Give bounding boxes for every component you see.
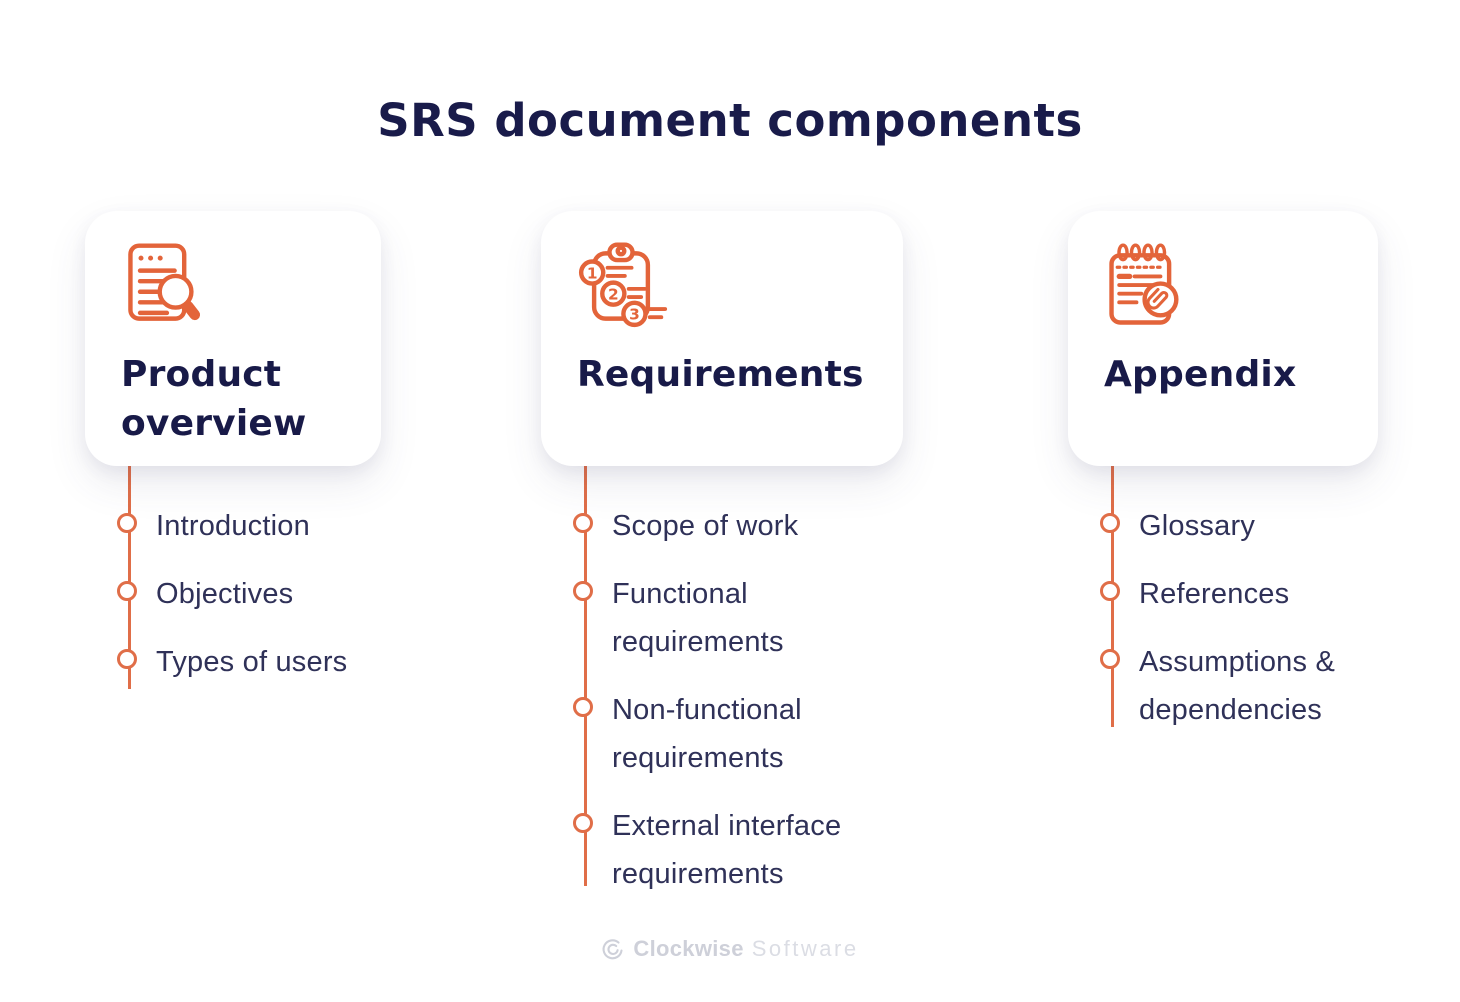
bullet-circle-icon	[573, 513, 593, 533]
svg-text:1: 1	[587, 264, 598, 282]
clockwise-logo-icon	[602, 939, 623, 960]
list-item: Scope of work	[541, 502, 921, 550]
column-product-overview: Product overview Introduction Objectives…	[85, 211, 385, 706]
requirements-list: Scope of work Functional requirements No…	[541, 502, 921, 898]
list-item-label: Scope of work	[612, 510, 799, 542]
connector-line	[128, 466, 131, 689]
card-title: Product overview	[121, 354, 307, 444]
bullet-circle-icon	[573, 813, 593, 833]
list-item: External interface requirements	[541, 802, 921, 898]
card-title: Appendix	[1104, 354, 1297, 395]
list-item-label: References	[1139, 578, 1290, 610]
notepad-paperclip-icon	[1109, 243, 1179, 325]
svg-text:2: 2	[608, 285, 619, 303]
list-item: Glossary	[1068, 502, 1388, 550]
card-appendix: Appendix	[1068, 211, 1378, 466]
connector-line	[584, 466, 587, 886]
bullet-circle-icon	[1100, 581, 1120, 601]
card-title: Requirements	[577, 354, 864, 395]
list-item: References	[1068, 570, 1388, 618]
bullet-circle-icon	[1100, 513, 1120, 533]
appendix-list: Glossary References Assumptions & depend…	[1068, 502, 1388, 734]
list-item-label: Types of users	[156, 646, 348, 678]
card-requirements: 1 2 3 Requirements	[541, 211, 903, 466]
list-item-label: Non-functional requirements	[612, 694, 802, 774]
list-item-label: Introduction	[156, 510, 310, 542]
list-item-label: Glossary	[1139, 510, 1256, 542]
brand-name-bold: Clockwise	[633, 936, 744, 961]
bullet-circle-icon	[573, 581, 593, 601]
list-item-label: External interface requirements	[612, 810, 842, 890]
list-item-label: Assumptions & dependencies	[1139, 646, 1336, 726]
bullet-circle-icon	[573, 697, 593, 717]
clipboard-numbered-list-icon: 1 2 3	[578, 242, 668, 328]
bullet-circle-icon	[117, 649, 137, 669]
list-item: Types of users	[85, 638, 385, 686]
bullet-circle-icon	[1100, 649, 1120, 669]
list-item: Assumptions & dependencies	[1068, 638, 1388, 734]
list-item: Non-functional requirements	[541, 686, 921, 782]
list-item: Functional requirements	[541, 570, 921, 666]
product-overview-list: Introduction Objectives Types of users	[85, 502, 385, 686]
column-requirements: 1 2 3 Requirements Scope of work Functio…	[541, 211, 921, 918]
list-item: Introduction	[85, 502, 385, 550]
bullet-circle-icon	[117, 513, 137, 533]
bullet-circle-icon	[117, 581, 137, 601]
document-search-icon	[128, 243, 201, 321]
brand-watermark: Clockwise Software	[0, 936, 1460, 962]
list-item-label: Objectives	[156, 578, 294, 610]
page-title: SRS document components	[377, 94, 1083, 147]
list-item: Objectives	[85, 570, 385, 618]
svg-text:3: 3	[629, 306, 640, 324]
brand-name-light: Software	[751, 936, 859, 961]
list-item-label: Functional requirements	[612, 578, 784, 658]
column-appendix: Appendix Glossary References Assumptions…	[1068, 211, 1388, 754]
card-product-overview: Product overview	[85, 211, 381, 466]
